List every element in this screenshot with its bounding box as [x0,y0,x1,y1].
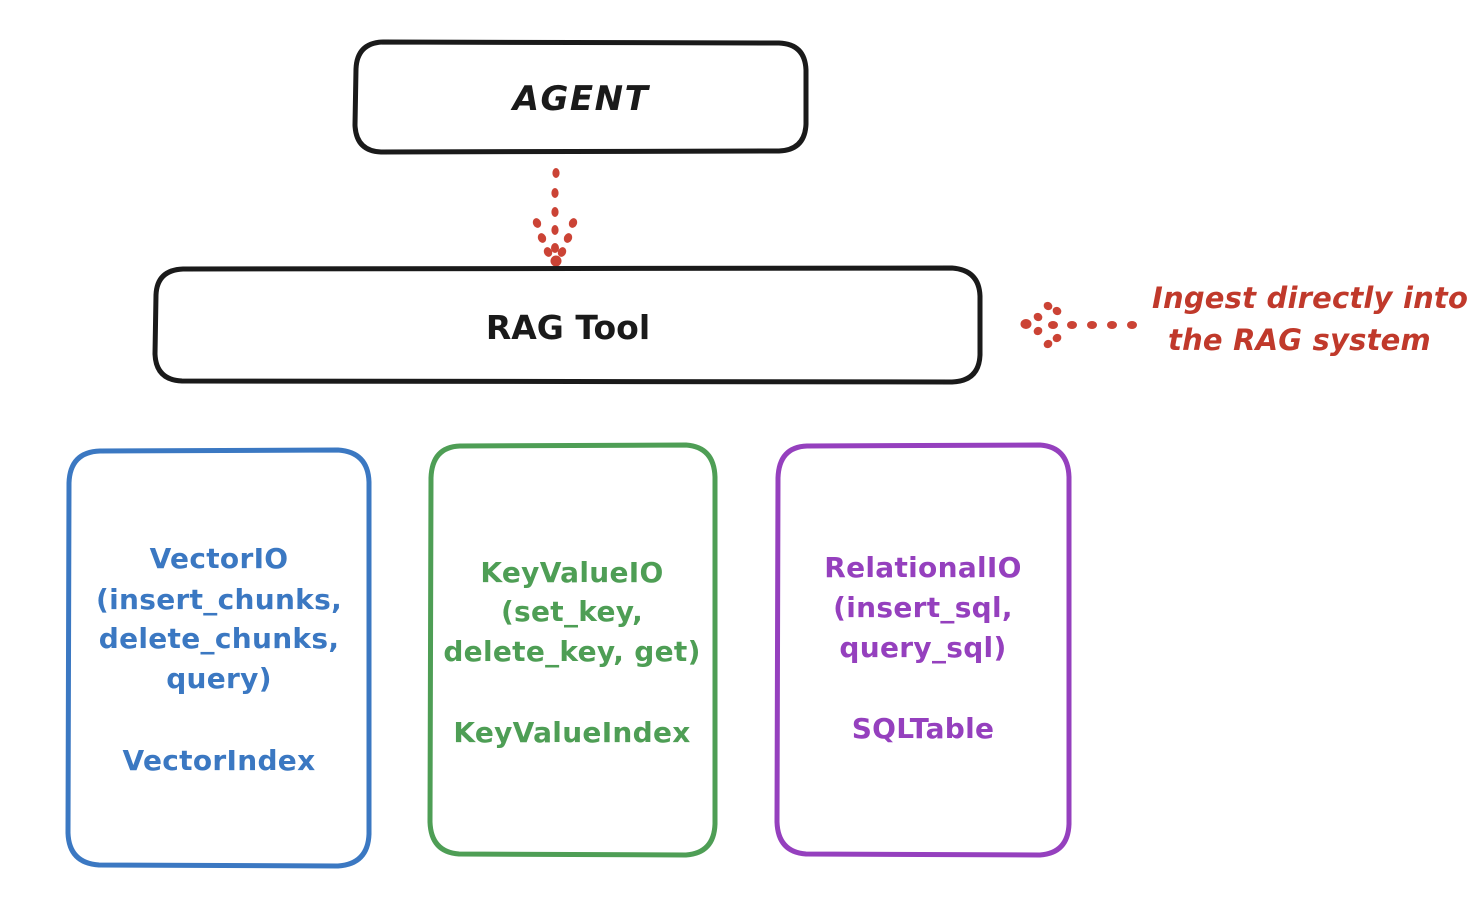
vector-io-index-label: VectorIndex [123,744,316,777]
annotation-ingest-line1: Ingest directly into [1152,281,1468,315]
relational-io-index-label: SQLTable [852,712,995,745]
keyvalue-io-box-outline [427,442,718,858]
vector-io-api-line2: (insert_chunks, [96,583,342,616]
keyvalue-io-api-line1: KeyValueIO [480,556,663,589]
node-vector-io[interactable]: VectorIO (insert_chunks, delete_chunks, … [65,447,372,869]
annotation-ingest: Ingest directly into the RAG system [1152,281,1468,357]
annotation-ingest-line2: the RAG system [1168,323,1431,357]
node-keyvalue-io[interactable]: KeyValueIO (set_key, delete_key, get) Ke… [427,442,718,858]
keyvalue-io-api-line2: (set_key, [501,595,643,628]
vector-io-api-line3: delete_chunks, [99,622,340,655]
connector-agent-to-rag-tool [532,168,578,267]
keyvalue-io-index-label: KeyValueIndex [453,716,690,749]
agent-label: AGENT [510,79,651,119]
relational-io-api-line2: (insert_sql, [833,591,1013,624]
agent-box-outline [352,39,809,155]
vector-io-box-outline [65,447,372,869]
relational-io-box-outline [774,442,1072,858]
rag-tool-label: RAG Tool [486,308,650,347]
node-rag-tool[interactable]: RAG Tool [152,265,983,385]
node-relational-io[interactable]: RelationalIO (insert_sql, query_sql) SQL… [774,442,1072,858]
relational-io-api-line1: RelationalIO [824,551,1022,584]
rag-tool-box-outline [152,265,983,385]
vector-io-api-line1: VectorIO [150,542,289,575]
relational-io-api-line3: query_sql) [839,631,1006,664]
keyvalue-io-api-line3: delete_key, get) [443,635,700,668]
connector-ingest-to-rag-tool [1020,301,1137,349]
vector-io-api-line4: query) [166,662,272,695]
node-agent[interactable]: AGENT [352,39,809,155]
